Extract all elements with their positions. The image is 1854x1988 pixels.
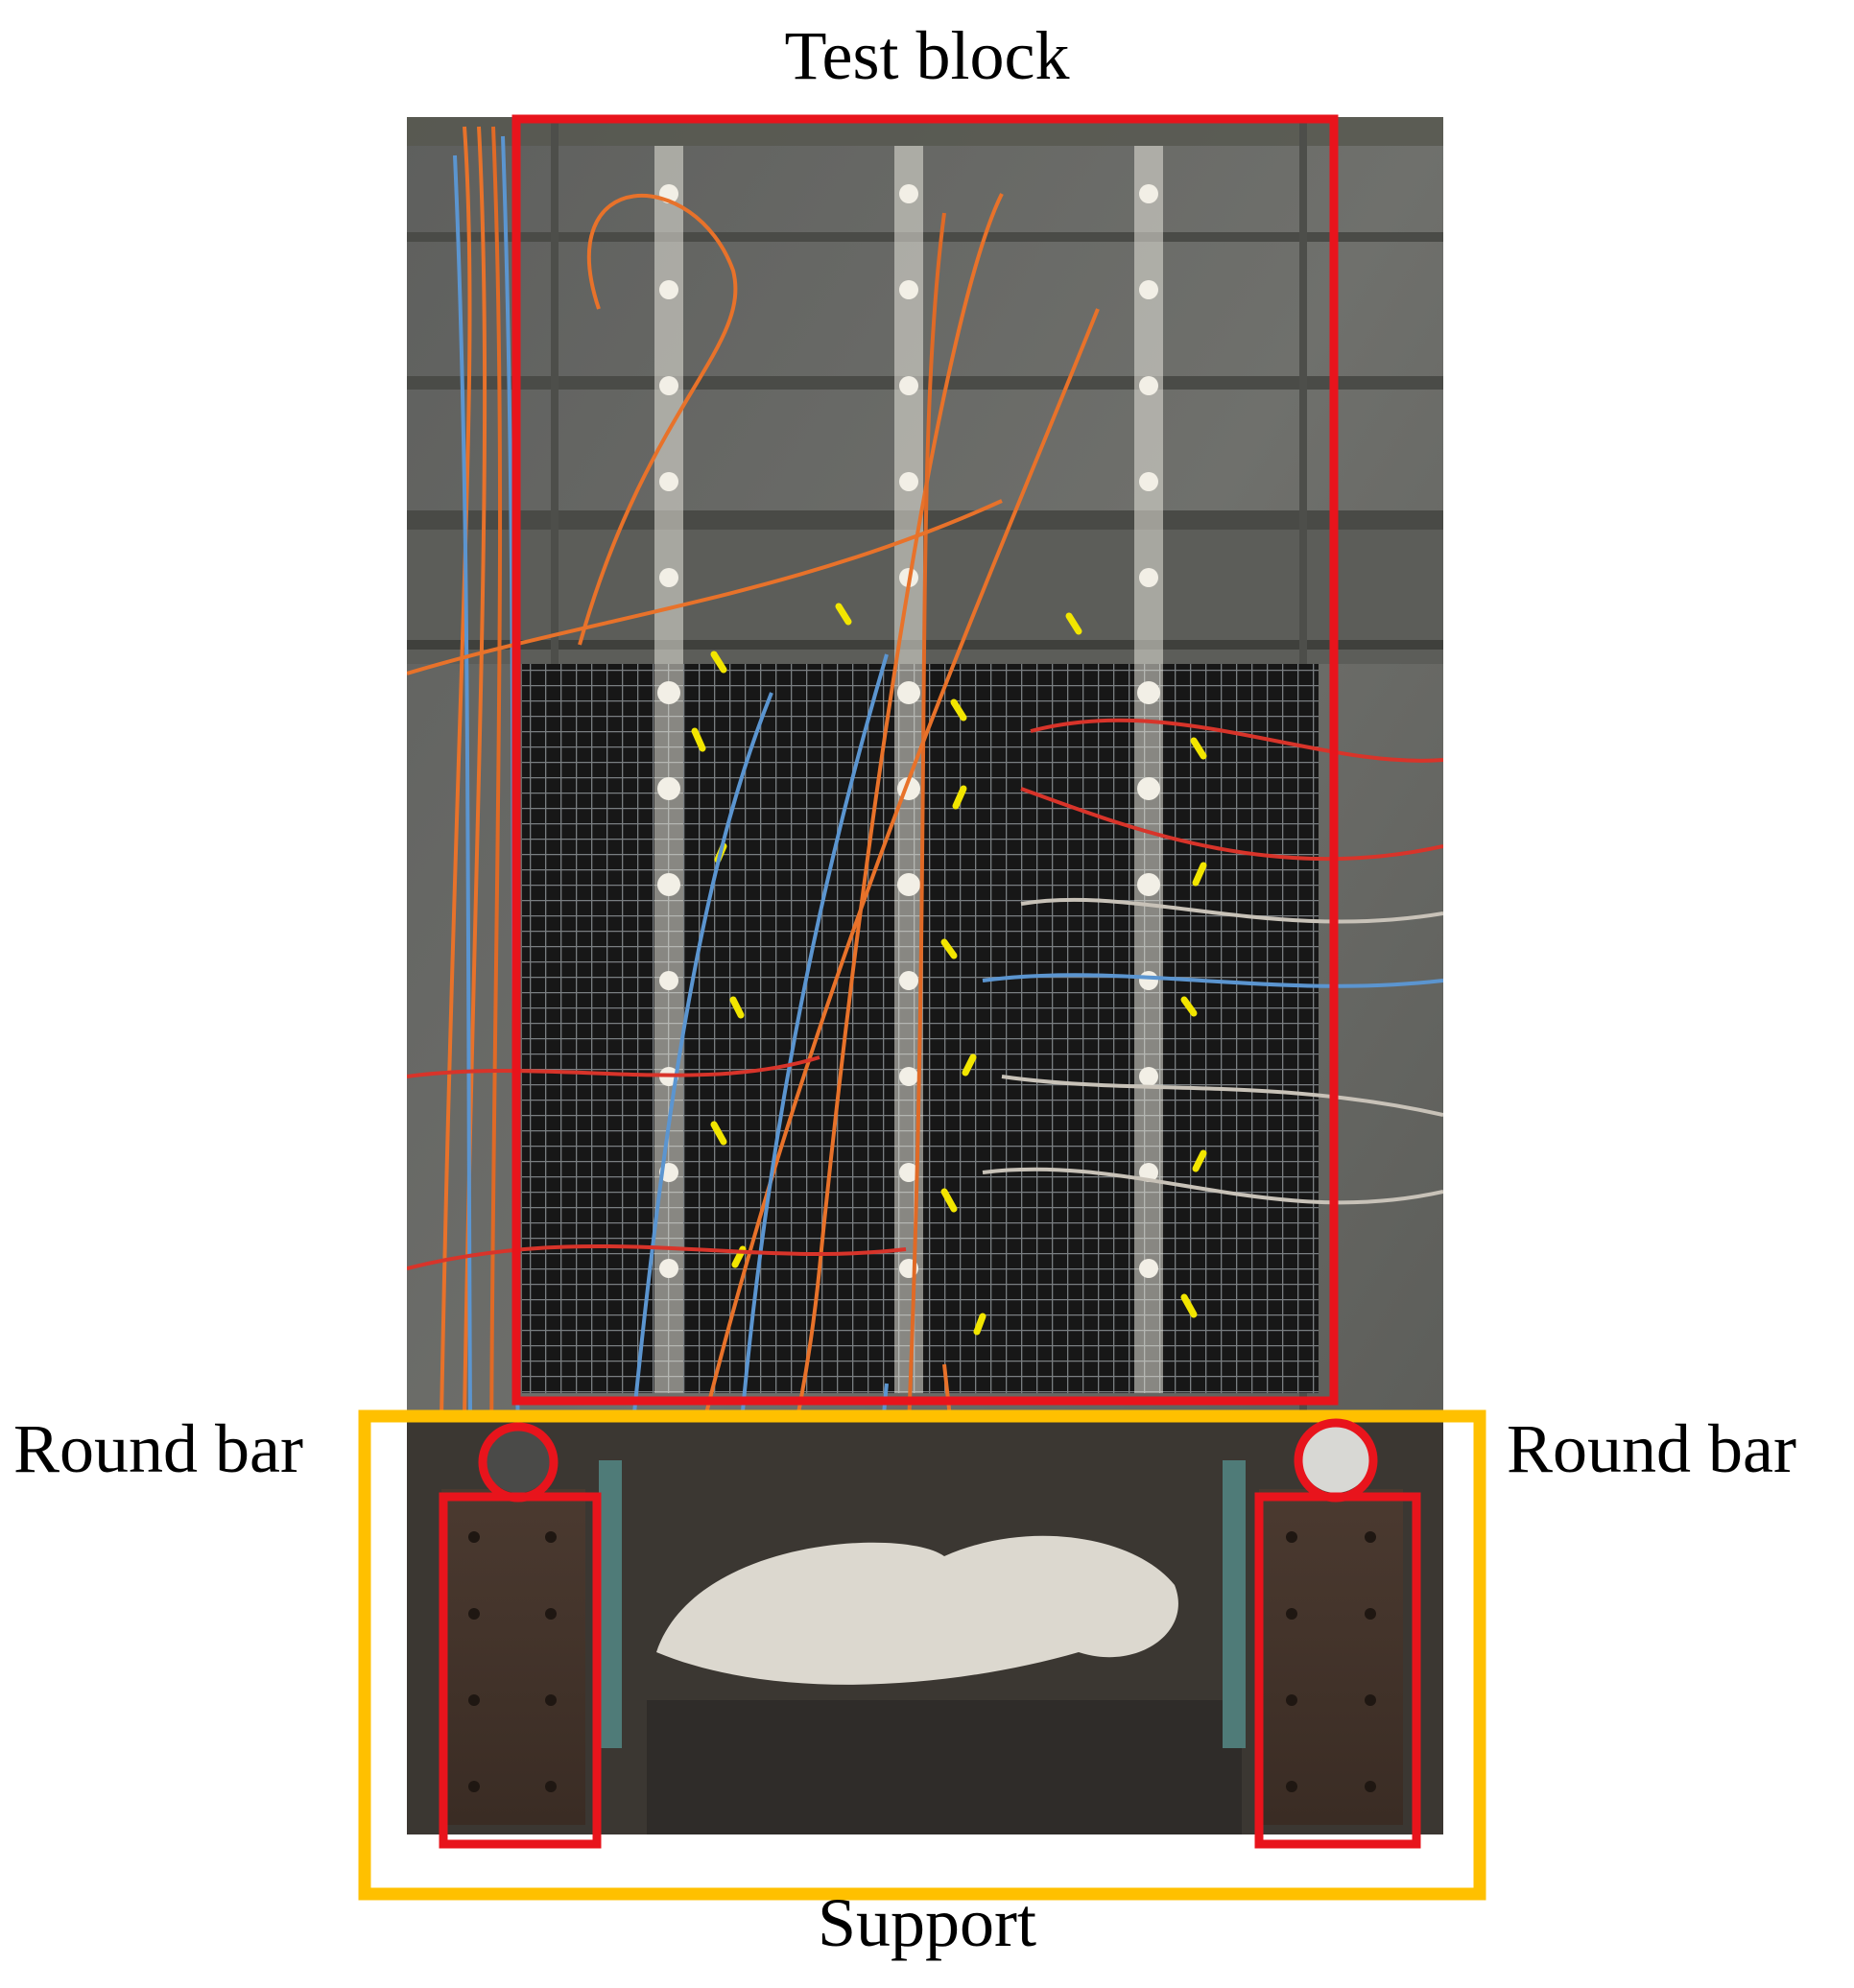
round-bar-label-right: Round bar	[1507, 1410, 1796, 1487]
test-block-label: Test block	[784, 17, 1070, 94]
right-round-bar	[1301, 1424, 1370, 1493]
round-bar-label-left: Round bar	[13, 1410, 303, 1487]
left-round-bar	[486, 1428, 551, 1493]
left-pedestal	[441, 1489, 585, 1825]
support-label: Support	[817, 1884, 1037, 1961]
right-pedestal	[1259, 1489, 1403, 1825]
test-setup-photo	[407, 117, 1443, 1834]
